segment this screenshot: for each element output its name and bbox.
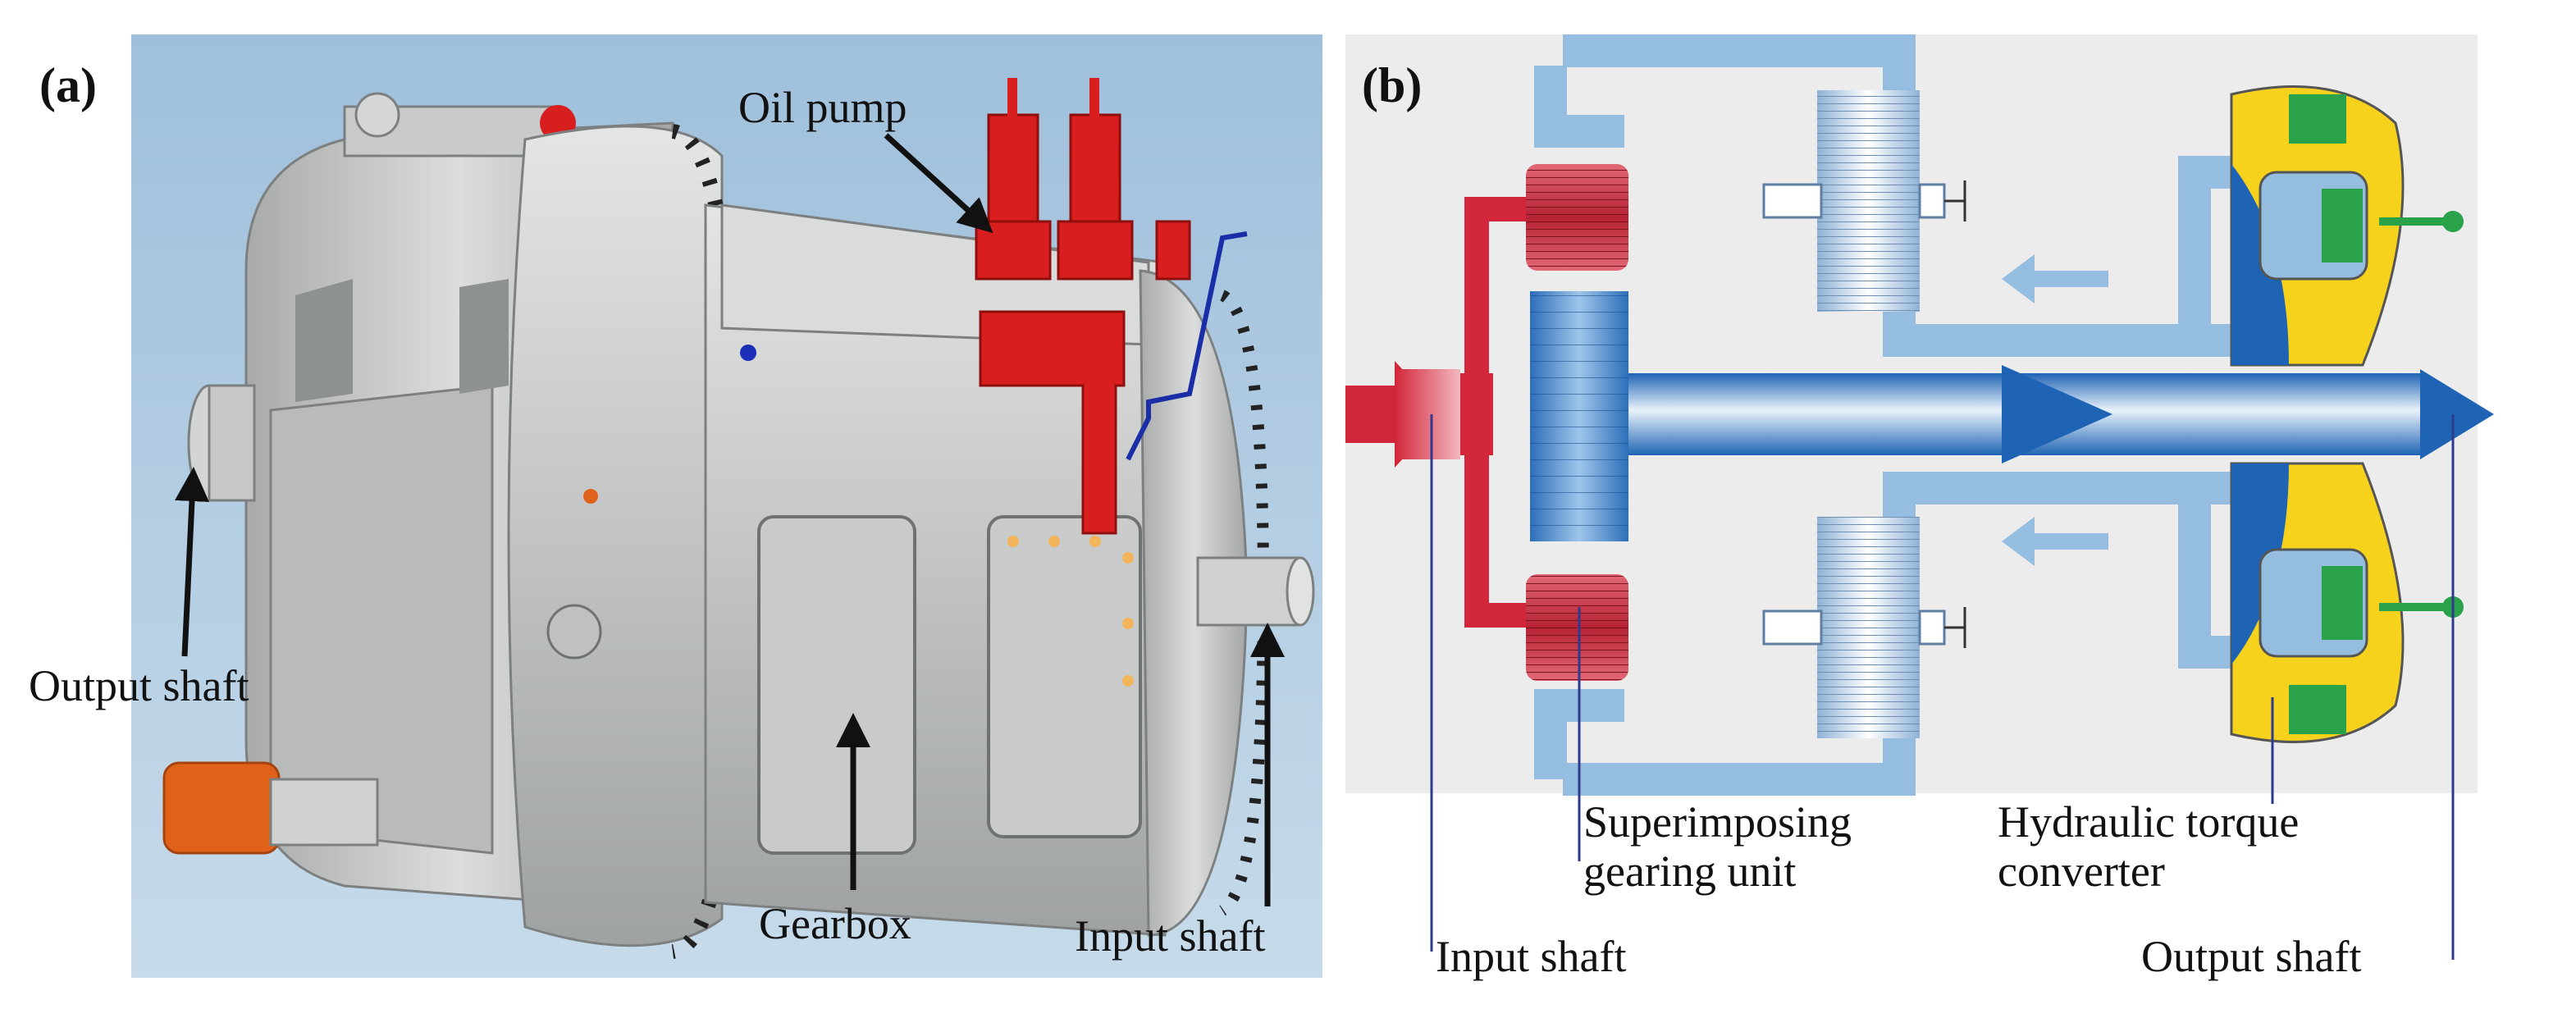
input-shaft-stub [1196, 556, 1302, 627]
label-output-shaft-a: Output shaft [29, 661, 249, 710]
label-output-shaft-b: Output shaft [2141, 932, 2362, 981]
main-shaft [1628, 365, 2494, 463]
hydraulic-torque-converter [2230, 85, 2464, 743]
panel-b-schematic [1345, 34, 2494, 960]
label-input-shaft-a: Input shaft [1075, 911, 1266, 961]
label-torque-line2: converter [1998, 847, 2165, 897]
arrow-output-shaft [175, 467, 209, 657]
stationary-gear-top [1762, 90, 1966, 312]
label-superimposing-gearing-unit: Superimposing gearing unit [1583, 797, 1852, 897]
gearbox-flange [507, 124, 747, 959]
oil-pump [975, 78, 1191, 535]
input-power-path [1345, 197, 1526, 628]
stationary-gear-bottom [1762, 517, 1966, 738]
motor-orange [162, 761, 281, 855]
label-hydraulic-torque-converter: Hydraulic torque converter [1998, 797, 2299, 897]
panel-a-illustration [131, 34, 1322, 978]
gearbox-housing-front [1126, 231, 1315, 937]
label-superimposing-line1: Superimposing [1583, 797, 1852, 847]
label-gearbox: Gearbox [759, 899, 911, 948]
superimposing-gearing-unit [1526, 164, 1628, 681]
panel-a-label: (a) [39, 58, 97, 112]
label-torque-line1: Hydraulic torque [1998, 797, 2300, 847]
panel-b-label: (b) [1362, 58, 1423, 112]
label-oil-pump: Oil pump [738, 83, 907, 132]
label-superimposing-line2: gearing unit [1583, 847, 1797, 897]
gearbox-cover [757, 515, 916, 855]
label-input-shaft-b: Input shaft [1436, 932, 1627, 981]
gearbox-housing-middle [546, 203, 1167, 937]
arrow-oil-pump [884, 133, 993, 234]
